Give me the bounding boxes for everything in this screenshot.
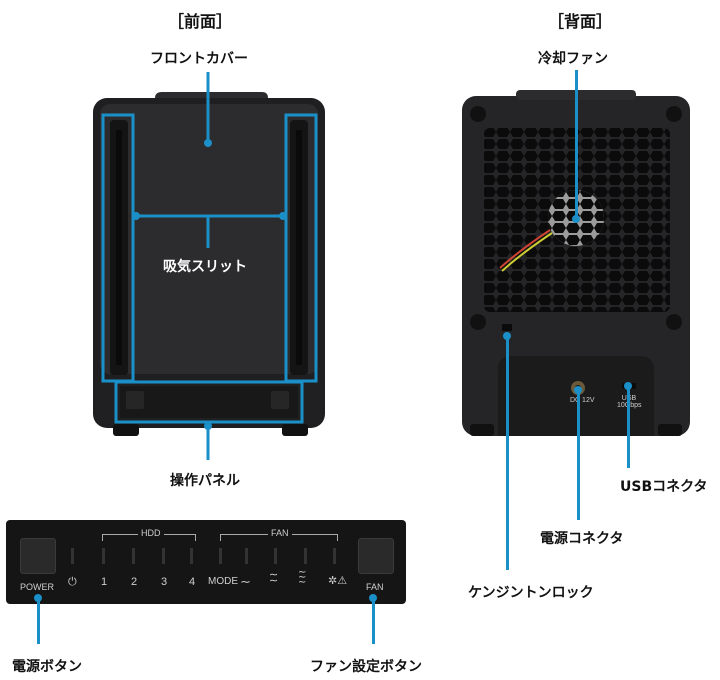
led-hdd-1 <box>102 548 105 564</box>
power-connector-leader <box>577 390 580 520</box>
front-title: ［前面］ <box>168 12 233 31</box>
front-device <box>93 72 325 460</box>
led-fan-4 <box>333 548 336 564</box>
fan-label: 冷却ファン <box>538 51 608 67</box>
led-hdd-3 <box>162 548 165 564</box>
fan-leader <box>575 70 578 218</box>
hdd-number-2: 2 <box>131 576 138 588</box>
fan-group-label: FAN <box>268 528 292 538</box>
fan-alert-icon: ✲⚠ <box>328 575 348 587</box>
usb-dot <box>624 382 632 390</box>
vent-label: 吸気スリット <box>163 259 247 275</box>
kensington-dot <box>503 332 511 340</box>
hdd-number-4: 4 <box>189 576 196 588</box>
led-hdd-2 <box>132 548 135 564</box>
power-icon: ⏻ <box>68 576 77 588</box>
fan-button-leader <box>372 598 375 644</box>
usb-connector-label: USBコネクタ <box>620 479 708 495</box>
front-cover-label: フロントカバー <box>150 51 248 67</box>
hdd-group-label: HDD <box>138 528 164 538</box>
fan-button-label: ファン設定ボタン <box>310 659 422 675</box>
led-fan-2 <box>274 548 277 564</box>
hdd-number-1: 1 <box>101 576 108 588</box>
control-panel: HDD FAN POWER ⏻ 1 2 3 4 MODE ∼ ∼∼ ∼∼∼ ✲⚠… <box>6 520 406 604</box>
back-device <box>462 90 690 436</box>
dc-port-label: DC 12V <box>570 397 595 404</box>
led-fan-1 <box>245 548 248 564</box>
kensington-leader <box>506 334 509 570</box>
kensington-label: ケンジントンロック <box>468 585 594 601</box>
led-mode <box>219 548 222 564</box>
led-hdd-4 <box>190 548 193 564</box>
power-button[interactable] <box>20 538 56 574</box>
fan-button[interactable] <box>358 538 394 574</box>
fan-text: FAN <box>366 582 384 592</box>
power-connector-label: 電源コネクタ <box>540 531 624 547</box>
fan-low-icon: ∼ <box>240 574 251 589</box>
back-title: ［背面］ <box>548 12 613 31</box>
power-connector-dot <box>574 386 582 394</box>
led-power <box>71 548 74 564</box>
fan-high-icon: ∼∼∼ <box>298 567 307 588</box>
panel-label: 操作パネル <box>170 473 240 489</box>
led-fan-3 <box>304 548 307 564</box>
fan-button-dot <box>369 594 377 602</box>
fan-mid-icon: ∼∼ <box>269 569 279 587</box>
mode-text: MODE <box>208 576 238 587</box>
power-button-dot <box>34 594 42 602</box>
fan-dot <box>572 215 580 223</box>
usb-leader <box>627 384 630 468</box>
hdd-number-3: 3 <box>161 576 168 588</box>
power-button-leader <box>37 598 40 644</box>
power-text: POWER <box>20 582 55 592</box>
power-button-label: 電源ボタン <box>12 659 82 675</box>
